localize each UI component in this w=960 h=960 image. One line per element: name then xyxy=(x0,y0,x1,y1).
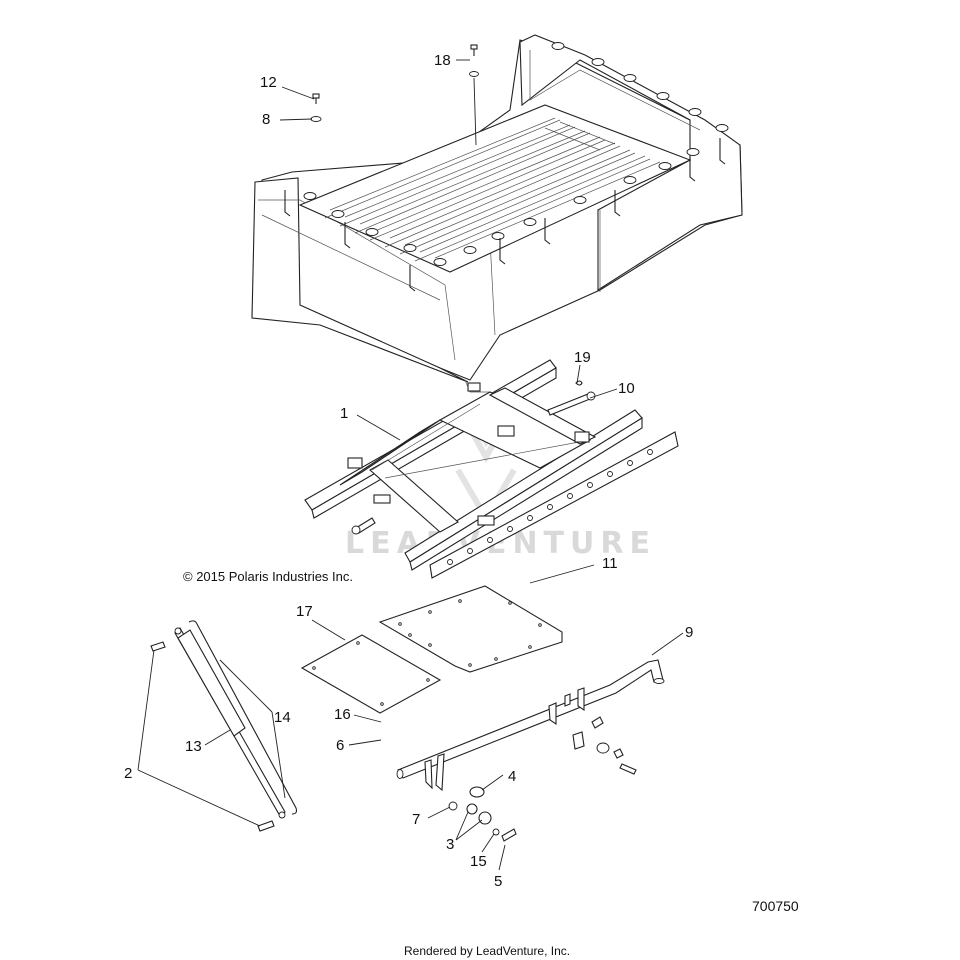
callout-9: 9 xyxy=(685,624,693,641)
callout-14: 14 xyxy=(274,709,291,726)
callout-2: 2 xyxy=(124,765,132,782)
callout-17: 17 xyxy=(296,603,313,620)
callouts: 12 8 18 19 10 1 11 9 17 16 6 14 13 2 4 7… xyxy=(124,52,693,890)
leader-lines xyxy=(137,59,684,871)
callout-11: 11 xyxy=(602,555,618,572)
cargo-box xyxy=(251,34,743,393)
callout-16: 16 xyxy=(334,706,351,723)
panels xyxy=(300,585,563,714)
frame-assembly xyxy=(304,359,679,579)
callout-4: 4 xyxy=(508,768,516,785)
callout-13: 13 xyxy=(185,738,202,755)
callout-15: 15 xyxy=(470,853,487,870)
callout-19: 19 xyxy=(574,349,591,366)
callout-7: 7 xyxy=(412,811,420,828)
handle-assembly xyxy=(396,659,665,842)
callout-8: 8 xyxy=(262,111,270,128)
callout-3: 3 xyxy=(446,836,454,853)
callout-5: 5 xyxy=(494,873,502,890)
callout-12: 12 xyxy=(260,74,277,91)
copyright-text: © 2015 Polaris Industries Inc. xyxy=(183,569,353,584)
strut-assembly xyxy=(150,620,298,832)
diagram-code: 700750 xyxy=(752,898,799,914)
credit-text: Rendered by LeadVenture, Inc. xyxy=(404,944,570,958)
callout-10: 10 xyxy=(618,380,635,397)
callout-1: 1 xyxy=(340,405,348,422)
callout-18: 18 xyxy=(434,52,451,69)
callout-6: 6 xyxy=(336,737,344,754)
hardware-top xyxy=(310,44,479,146)
